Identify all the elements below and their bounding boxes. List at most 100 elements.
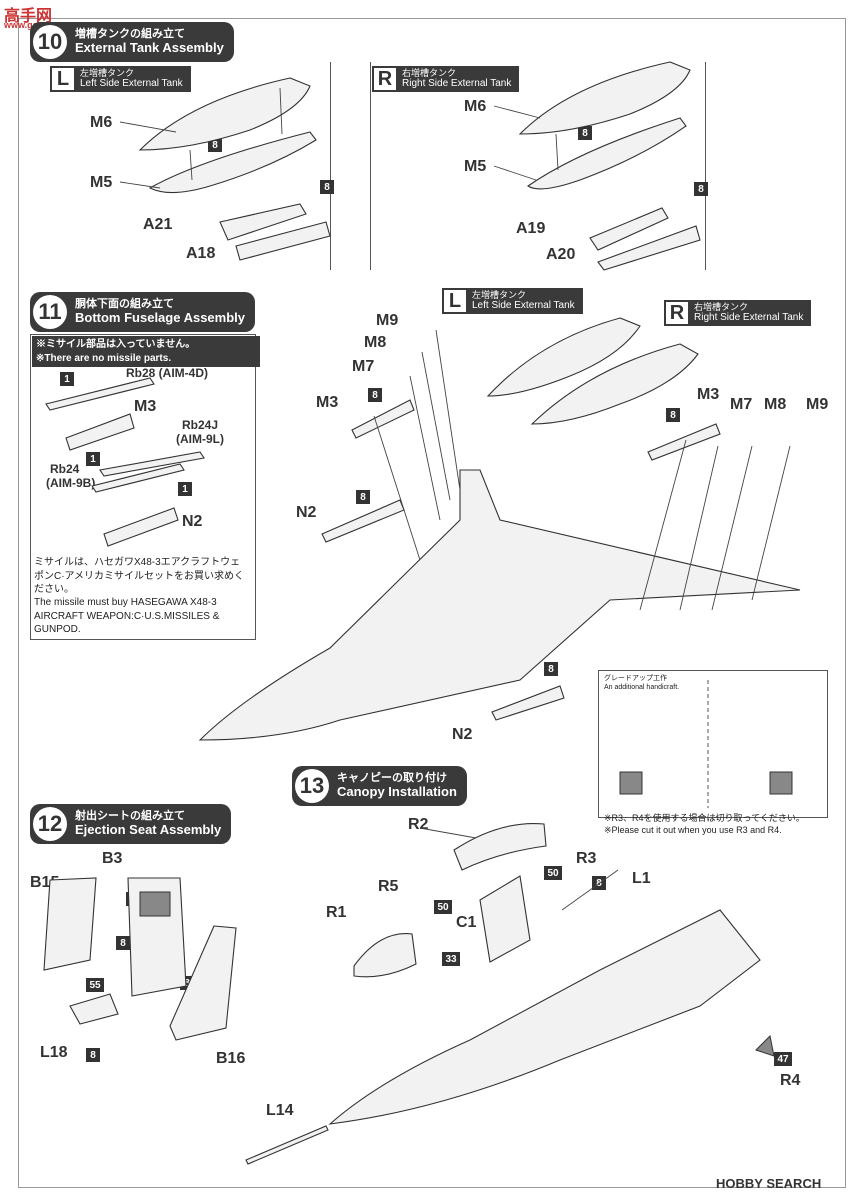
n2-pylon-bottom xyxy=(491,685,565,721)
tank-upper-half-left xyxy=(138,77,311,151)
upgrade-title: グレードアップ工作 An additional handicraft. xyxy=(604,675,680,692)
pylon-a19 xyxy=(589,207,669,251)
part-r5: R5 xyxy=(378,878,399,895)
paint-badge: 33 xyxy=(442,952,460,966)
part-l14: L14 xyxy=(266,1102,294,1119)
paint-badge: 8 xyxy=(368,388,382,402)
step10-title-en: External Tank Assembly xyxy=(75,39,224,55)
m3-pylon-left xyxy=(351,399,415,439)
step11-tank-left-shape xyxy=(486,317,641,397)
missile-rb24j: Rb24J xyxy=(182,418,219,432)
part-a20: A20 xyxy=(546,246,576,263)
pylon-a20 xyxy=(597,225,701,271)
part-n2-bottom: N2 xyxy=(452,726,473,743)
hobby-search-logo: HOBBY SEARCH xyxy=(716,1176,822,1191)
step13-title-en: Canopy Installation xyxy=(337,783,457,799)
missile-rb28: Rb28 (AIM-4D) xyxy=(126,366,209,380)
part-m9-left: M9 xyxy=(376,312,399,329)
part-l18: L18 xyxy=(40,1044,68,1061)
aircraft-bottom-fuselage xyxy=(198,469,801,741)
part-r4: R4 xyxy=(780,1072,801,1089)
part-m7-left: M7 xyxy=(352,358,375,375)
missile-rb24: Rb24 xyxy=(50,462,80,476)
canopy-r2 xyxy=(453,822,547,871)
part-m6-right: M6 xyxy=(464,98,487,115)
step12-title-jp: 射出シートの組み立て xyxy=(75,810,185,823)
missile-rb28-shape xyxy=(45,377,155,411)
part-n2-missile: N2 xyxy=(182,513,203,530)
upgrade-cut-icon-right xyxy=(769,771,793,795)
upgrade-note: ※R3、R4を使用する場合は切り取ってください。 ※Please cut it … xyxy=(604,813,805,836)
part-b16: B16 xyxy=(216,1050,246,1067)
paint-badge: 8 xyxy=(694,182,708,196)
part-a21: A21 xyxy=(143,216,173,233)
step11-number: 11 xyxy=(33,295,67,329)
part-n2-left: N2 xyxy=(296,504,317,521)
part-b3: B3 xyxy=(102,850,123,867)
paint-badge: 47 xyxy=(774,1052,792,1066)
paint-badge: 8 xyxy=(356,490,370,504)
part-a19: A19 xyxy=(516,220,546,237)
part-r3: R3 xyxy=(576,850,597,867)
seat-part-l18 xyxy=(69,993,119,1025)
part-m6-left: M6 xyxy=(90,114,113,131)
part-r1: R1 xyxy=(326,904,347,921)
canopy-r1 xyxy=(353,933,417,978)
paint-badge: 8 xyxy=(320,180,334,194)
seat-side-b15 xyxy=(43,877,97,971)
paint-badge: 1 xyxy=(86,452,100,466)
part-a18: A18 xyxy=(186,245,216,262)
step13-title-jp: キャノピーの取り付け xyxy=(337,772,447,785)
pylon-a21 xyxy=(219,203,307,241)
step13-number: 13 xyxy=(295,769,329,803)
part-c1: C1 xyxy=(456,914,477,931)
part-m9-right: M9 xyxy=(806,396,829,413)
seat-side-b16 xyxy=(169,925,237,1041)
paint-badge: 50 xyxy=(544,866,562,880)
part-m7-right: M7 xyxy=(730,396,753,413)
tank-upper-half-right xyxy=(518,61,691,135)
page-frame xyxy=(18,18,846,1188)
paint-badge: 1 xyxy=(178,482,192,496)
missile-rb24-shape xyxy=(91,463,185,493)
step11-tank-right-shape xyxy=(530,343,699,425)
part-r4-shape xyxy=(755,1034,775,1057)
n2-pylon-left xyxy=(321,499,405,543)
paint-badge: 8 xyxy=(544,662,558,676)
missile-set-note-jp: ミサイルは、ハセガワX48-3エアクラフトウェポンC·アメリカミサイルセットをお… xyxy=(34,557,245,595)
pylon-n2-missile xyxy=(103,507,179,547)
missile-rb24j-shape xyxy=(99,451,205,477)
paint-badge: 8 xyxy=(86,1048,100,1062)
missile-set-note-en: The missile must buy HASEGAWA X48-3 AIRC… xyxy=(34,597,220,635)
paint-badge: 55 xyxy=(86,978,104,992)
step10-number: 10 xyxy=(33,25,67,59)
paint-badge: 8 xyxy=(116,936,130,950)
step12-title-en: Ejection Seat Assembly xyxy=(75,821,222,837)
pylon-a18 xyxy=(235,221,331,261)
missile-aim9b: (AIM-9B) xyxy=(46,476,96,490)
step12-number: 12 xyxy=(33,807,67,841)
upgrade-cut-icon-left xyxy=(619,771,643,795)
pylon-m3-missile xyxy=(65,413,135,451)
seat-c1 xyxy=(479,875,531,963)
missile-aim9l: (AIM-9L) xyxy=(176,432,224,446)
part-m8-right: M8 xyxy=(764,396,787,413)
part-m5-left: M5 xyxy=(90,174,113,191)
m3-pylon-right xyxy=(647,423,721,461)
step11-title-jp: 胴体下面の組み立て xyxy=(75,298,174,311)
paint-badge: 8 xyxy=(666,408,680,422)
part-m3-missile: M3 xyxy=(134,398,157,415)
paint-badge: 8 xyxy=(578,126,592,140)
step11-title-en: Bottom Fuselage Assembly xyxy=(75,309,246,325)
seat-cushion xyxy=(139,891,171,917)
paint-badge: 1 xyxy=(60,372,74,386)
part-m8-left: M8 xyxy=(364,334,387,351)
step10-title-jp: 増槽タンクの組み立て xyxy=(75,28,185,41)
